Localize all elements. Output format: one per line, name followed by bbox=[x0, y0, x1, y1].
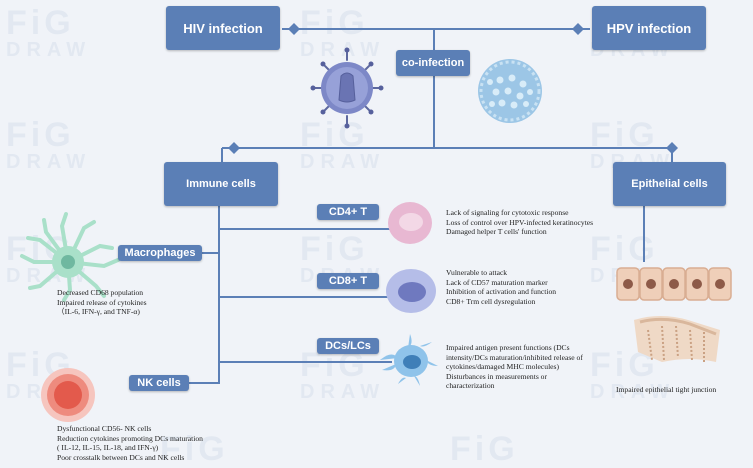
cd8-t-label: CD8+ T bbox=[317, 273, 379, 289]
cd4-note-line: Lack of signaling for cytotoxic response bbox=[446, 208, 569, 217]
dcs-notes: Impaired antigen present functions (DCs … bbox=[446, 343, 583, 391]
tight-junction-illustration bbox=[634, 316, 720, 362]
macrophage-note-line: （IL-6, IFN-γ, and TNF-α) bbox=[57, 307, 140, 317]
macrophages-label: Macrophages bbox=[118, 245, 202, 261]
dcs-note-line: Disturbances in measurements or bbox=[446, 371, 548, 381]
cd8-note-line: Lack of CD57 maturation marker bbox=[446, 277, 548, 287]
nk-note-line: Reduction cytokines promoting DCs matura… bbox=[57, 433, 203, 443]
cd4-t-label: CD4+ T bbox=[317, 204, 379, 220]
epithelial-note: Impaired epithelial tight junction bbox=[616, 385, 717, 394]
connector-lines bbox=[189, 28, 673, 384]
diamond-marker bbox=[288, 23, 300, 35]
nk-note-line: ( IL-12, IL-15, IL-18, and IFN-γ) bbox=[57, 443, 159, 453]
dcs-note-line: cytokines/damaged MHC molecules) bbox=[446, 362, 560, 372]
cd8-note-line: CD8+ Trm cell dysregulation bbox=[446, 296, 536, 306]
nk-note-line: Poor crosstalk between DCs and NK cells bbox=[57, 452, 185, 462]
connector-diamonds bbox=[228, 23, 678, 154]
macrophage-note-line: Decreased CD68 population bbox=[57, 288, 144, 297]
nk-note-line: Dysfunctional CD56- NK cells bbox=[57, 424, 152, 433]
dcs-note-line: intensity/DCs maturation/inhibited relea… bbox=[446, 352, 583, 362]
co-infection-box: co-infection bbox=[396, 50, 470, 76]
cd8-note-line: Vulnerable to attack bbox=[446, 268, 508, 277]
hpv-infection-box: HPV infection bbox=[592, 6, 706, 50]
cd8-notes: Vulnerable to attack Lack of CD57 matura… bbox=[446, 268, 556, 306]
diamond-marker bbox=[228, 142, 240, 154]
hpv-virus-illustration bbox=[478, 59, 542, 123]
nk-notes: Dysfunctional CD56- NK cells Reduction c… bbox=[57, 424, 203, 462]
cd4-note-line: Damaged helper T cells' function bbox=[446, 227, 547, 237]
dc-cell-illustration bbox=[380, 334, 438, 386]
dcs-lcs-label: DCs/LCs bbox=[317, 338, 379, 354]
diamond-marker bbox=[572, 23, 584, 35]
macrophage-note-line: Impaired release of cytokines bbox=[57, 297, 147, 307]
nk-link bbox=[189, 362, 220, 384]
nk-cells-label: NK cells bbox=[129, 375, 189, 391]
epithelial-cells-box: Epithelial cells bbox=[613, 162, 726, 206]
epithelial-cells-illustration bbox=[616, 267, 732, 301]
dcs-note-line: Impaired antigen present functions (DCs bbox=[446, 343, 570, 352]
cd4-cell-illustration bbox=[388, 202, 432, 244]
diamond-marker bbox=[666, 142, 678, 154]
immune-cells-box: Immune cells bbox=[164, 162, 278, 206]
macrophage-illustration bbox=[20, 212, 120, 302]
cd8-note-line: Inhibition of activation and function bbox=[446, 287, 557, 297]
hiv-virus-illustration bbox=[310, 47, 384, 129]
cd4-notes: Lack of signaling for cytotoxic response… bbox=[446, 208, 593, 237]
nk-cell-illustration bbox=[41, 368, 95, 422]
hiv-infection-box: HIV infection bbox=[166, 6, 280, 50]
cd8-cell-illustration bbox=[386, 269, 436, 313]
dcs-note-line: characterization bbox=[446, 381, 495, 391]
cd4-note-line: Loss of control over HPV-infected kerati… bbox=[446, 217, 594, 227]
macrophage-notes: Decreased CD68 population Impaired relea… bbox=[57, 288, 147, 317]
